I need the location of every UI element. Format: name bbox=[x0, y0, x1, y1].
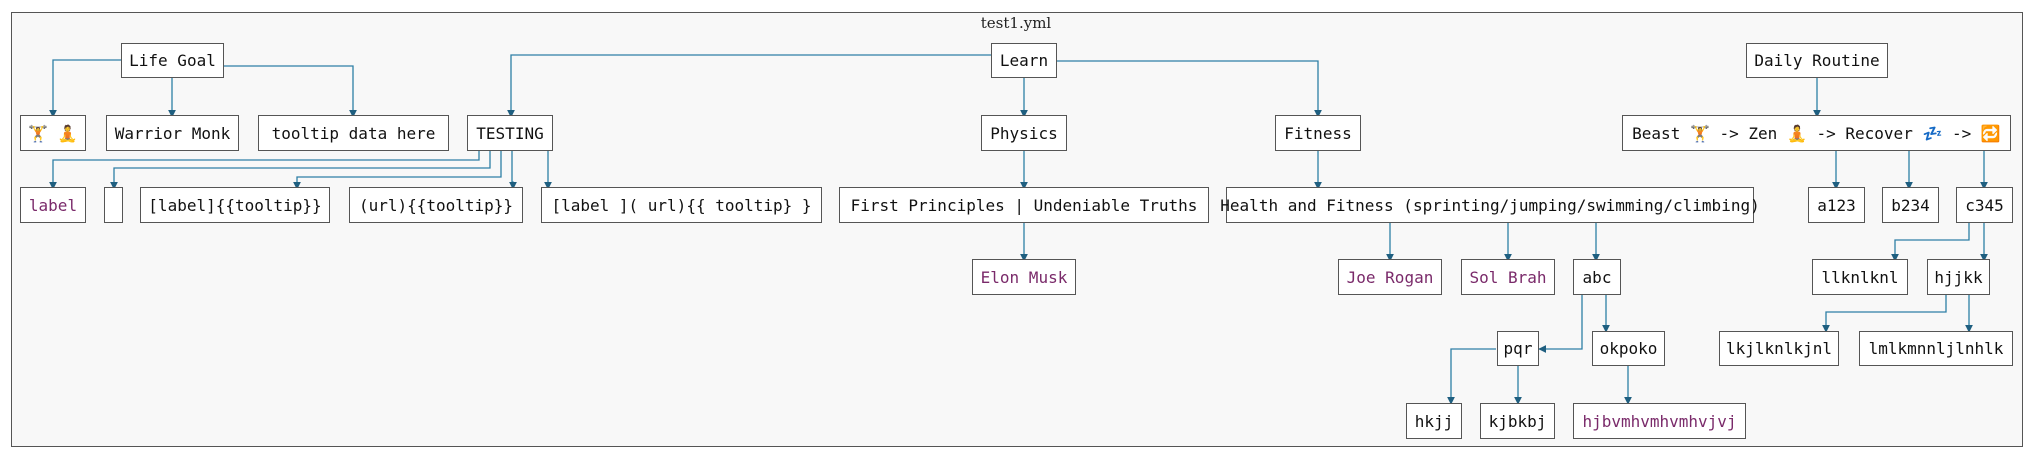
node-sol-brah[interactable]: Sol Brah bbox=[1461, 259, 1555, 295]
edge-c345-llknlknl bbox=[1891, 223, 1970, 262]
node-health-fitness[interactable]: Health and Fitness (sprinting/jumping/sw… bbox=[1220, 187, 1760, 223]
node-warrior-monk[interactable]: Warrior Monk bbox=[106, 115, 239, 151]
diagram-title: test1.yml bbox=[980, 14, 1052, 32]
node-llknlknl[interactable]: llknlknl bbox=[1812, 259, 1908, 295]
edge-testing-label bbox=[49, 151, 480, 190]
edge-lifegoal-tooltip bbox=[224, 65, 357, 118]
node-pqr[interactable]: pqr bbox=[1497, 331, 1539, 366]
node-hkjj[interactable]: hkjj bbox=[1406, 403, 1462, 439]
edge-learn-fitness bbox=[1057, 60, 1322, 118]
node-hjbvmhvmhvmhvjvj[interactable]: hjbvmhvmhvmhvjvj bbox=[1573, 403, 1746, 439]
node-lmlkmnnljlnhlk[interactable]: lmlkmnnljlnhlk bbox=[1859, 331, 2013, 366]
node-label-url-tooltip[interactable]: [label ]( url){{ tooltip} } bbox=[541, 187, 822, 223]
edge-pqr-hkjj bbox=[1447, 348, 1496, 405]
node-abc[interactable]: abc bbox=[1573, 259, 1621, 295]
node-b234[interactable]: b234 bbox=[1882, 187, 1939, 223]
node-label-link[interactable]: label bbox=[20, 187, 86, 223]
edge-lifegoal-emoji bbox=[49, 59, 121, 118]
node-okpoko[interactable]: okpoko bbox=[1592, 331, 1665, 366]
node-first-principles[interactable]: First Principles | Undeniable Truths bbox=[839, 187, 1209, 223]
edge-testing-empty bbox=[110, 151, 491, 190]
node-testing[interactable]: TESTING bbox=[467, 115, 553, 151]
node-url-tooltip[interactable]: (url){{tooltip}} bbox=[349, 187, 523, 223]
node-empty[interactable] bbox=[104, 187, 123, 223]
node-tooltip-data[interactable]: tooltip data here bbox=[258, 115, 449, 151]
edge-learn-testing bbox=[507, 54, 991, 118]
node-hjjkk[interactable]: hjjkk bbox=[1927, 259, 1990, 295]
edge-hjjkk-lkjl bbox=[1822, 295, 1947, 333]
edge-testing-urltooltip bbox=[509, 151, 517, 190]
edge-testing-labeltooltip bbox=[293, 151, 502, 190]
node-beast-zen[interactable]: Beast 🏋 -> Zen 🧘 -> Recover 💤 -> 🔁 bbox=[1622, 115, 2011, 151]
node-daily-routine[interactable]: Daily Routine bbox=[1746, 43, 1888, 78]
node-physics[interactable]: Physics bbox=[981, 115, 1067, 151]
diagram-frame bbox=[11, 12, 2023, 447]
node-emoji-pair[interactable]: 🏋 🧘 bbox=[20, 115, 86, 151]
node-a123[interactable]: a123 bbox=[1808, 187, 1865, 223]
node-lkjlknlkjnl[interactable]: lkjlknlkjnl bbox=[1719, 331, 1839, 366]
node-elon-musk[interactable]: Elon Musk bbox=[972, 259, 1076, 295]
node-learn[interactable]: Learn bbox=[991, 43, 1057, 78]
node-c345[interactable]: c345 bbox=[1956, 187, 2013, 223]
edge-abc-pqr bbox=[1538, 295, 1583, 353]
node-joe-rogan[interactable]: Joe Rogan bbox=[1338, 259, 1442, 295]
node-fitness[interactable]: Fitness bbox=[1275, 115, 1361, 151]
node-kjbkbj[interactable]: kjbkbj bbox=[1480, 403, 1555, 439]
node-label-tooltip[interactable]: [label]{{tooltip}} bbox=[140, 187, 330, 223]
node-life-goal[interactable]: Life Goal bbox=[121, 43, 224, 78]
